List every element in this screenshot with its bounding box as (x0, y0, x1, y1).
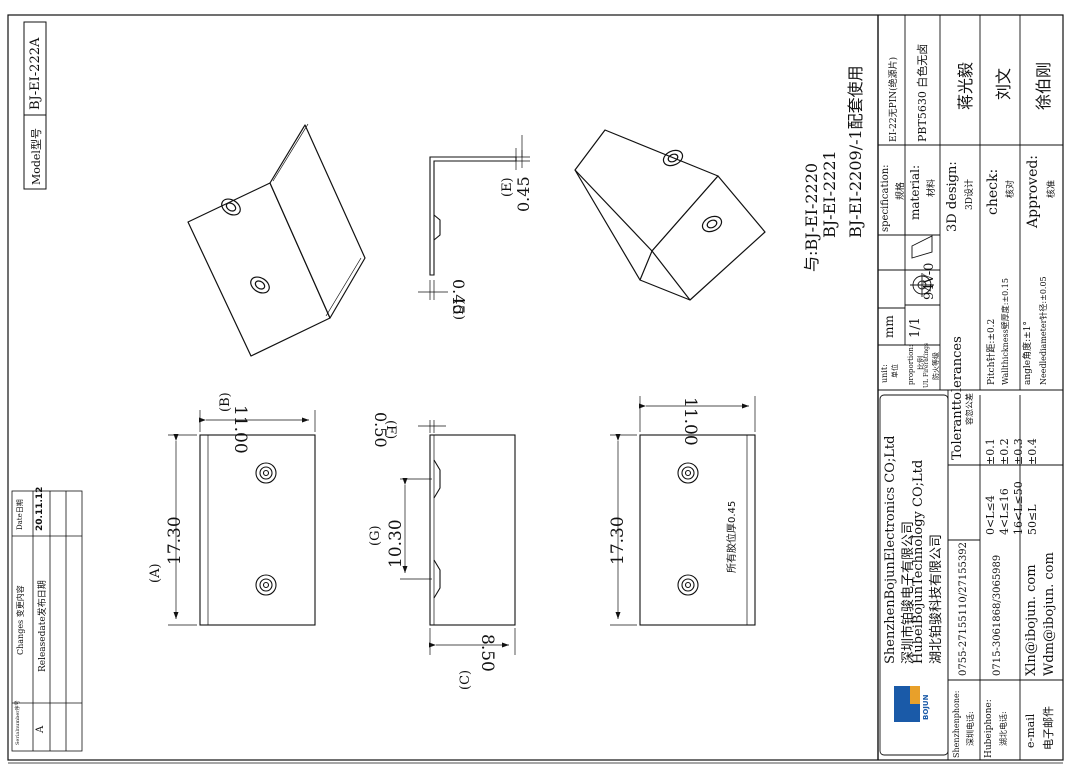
dim-e-value: 0.45 (514, 176, 533, 212)
dim-c-value: 8.50 (477, 634, 497, 672)
tol-wall: Wallthickness壁厚度:±0.15 (1001, 278, 1010, 385)
revision-table (11, 490, 83, 752)
rev-row-change: Releasedate发布日期 (38, 580, 48, 672)
tolerance-title: Toleranttolerances (950, 336, 965, 460)
dim-g-label: (G) (368, 525, 383, 546)
dim-d-value: 0.45 (449, 279, 468, 315)
title-block (877, 14, 1064, 761)
rev-changes-header: Changes 变更内容 (16, 585, 25, 655)
design-value: 蒋光毅 (956, 61, 975, 110)
approved-value: 徐伯刚 (1034, 61, 1053, 110)
email1: Xln@ibojun. com (1024, 564, 1039, 676)
hb-phone: 0715-3061868/3065989 (992, 554, 1003, 676)
compat-line3: BJ-EI-2209/-1配套使用 (846, 65, 865, 238)
compat-line2: BJ-EI-2221 (820, 150, 839, 238)
dim-g-value: 10.30 (386, 519, 406, 568)
tol-range-3: 50≤L (1026, 504, 1039, 535)
email-label: e-mail (1024, 713, 1037, 748)
bojun-logo-icon (894, 686, 920, 722)
approved-label: Approved: (1025, 154, 1041, 228)
check-value: 刘文 (994, 67, 1013, 100)
unit-label-cn: 单位 (891, 364, 899, 378)
compat-line1: 与:BJ-EI-2220 (802, 162, 821, 272)
tol-range-2: 16<L≤50 (1012, 481, 1025, 535)
design-label-cn: 3D设计 (965, 179, 975, 210)
glue-note: 所有胶位厚0.45 (727, 500, 738, 573)
tol-range-0: 0<L≤4 (984, 495, 997, 535)
approved-label-cn: 核准 (1047, 179, 1057, 198)
company-name-cn2: 湖北铂骏科技有限公司 (929, 533, 944, 664)
sz-phone-label-cn: 深圳电话: (966, 711, 975, 746)
dim-front-width: 11.00 (680, 397, 700, 446)
sz-phone-label: Shenzhenphone: (952, 690, 961, 758)
material-value: PBT5630 白色无卤 (916, 43, 929, 142)
email-label-cn: 电子邮件 (1042, 706, 1055, 750)
check-label-cn: 核对 (1006, 179, 1016, 198)
model-box (23, 21, 47, 190)
email2: Wdm@ibojun. com (1042, 552, 1057, 676)
spec-label: specification: (880, 164, 891, 232)
company-name-en2: HubeiBojunTechnology CO;Ltd (911, 459, 926, 664)
tol-pitch: Pitch针距:±0.2 (987, 318, 997, 385)
proportion-label: proportion: (907, 344, 915, 385)
hb-phone-label: Hubeiphone: (984, 699, 994, 758)
material-label: material: (908, 164, 922, 220)
section-view (418, 135, 530, 300)
design-label: 3D design: (945, 161, 960, 232)
dim-a-label: (A) (148, 563, 163, 583)
tol-needle: Needlediameter针径:±0.05 (1039, 276, 1048, 385)
dim-c-label: (C) (458, 669, 473, 690)
rev-row-date: 20.11.12 (35, 486, 45, 531)
dim-front-height: 17.30 (608, 516, 628, 565)
tol-value-2: ±0.3 (1012, 438, 1025, 465)
proportion-value: 1/1 (908, 317, 923, 338)
model-label: Model型号 (30, 128, 43, 185)
rev-row-serial: A (35, 725, 46, 733)
side-view (400, 420, 516, 655)
tol-value-3: ±0.4 (1026, 438, 1039, 465)
dim-a-value: 17.30 (165, 516, 185, 565)
tol-range-1: 4<L≤16 (998, 488, 1011, 535)
spec-label-cn: 规格 (896, 181, 906, 200)
company-name-en1: ShenzhenBojunElectronics CO;Ltd (883, 435, 898, 664)
iso-view-right (574, 129, 766, 301)
tolerance-title-cn: 容忽公差 (965, 393, 974, 425)
check-label: check: (985, 168, 1001, 215)
tol-value-1: ±0.2 (998, 438, 1011, 465)
front-view-left (168, 410, 316, 626)
material-label-cn: 材料 (927, 178, 937, 197)
dim-e-label: (E) (500, 177, 515, 197)
logo-text: BOJUN (922, 694, 930, 720)
ul-label-cn: 防火等级 (932, 352, 940, 380)
dim-f-label: (F) (383, 420, 398, 440)
tol-value-0: ±0.1 (984, 438, 997, 465)
iso-view-left (187, 123, 366, 357)
spec-value: EI-22无PIN(绝源片) (889, 56, 899, 142)
unit-label: unit: (880, 364, 889, 383)
dim-b-value: 11.00 (230, 405, 250, 454)
ul-label: UL Fireratings (923, 342, 930, 388)
unit-value: mm (882, 315, 896, 338)
tol-angle: angle角度:±1° (1023, 321, 1033, 385)
ul-value: 94V-0 (922, 262, 937, 300)
hb-phone-label-cn: 湖北电话: (999, 711, 1008, 746)
front-view-right (610, 396, 756, 626)
rev-date-header: Date日期 (16, 499, 24, 530)
model-value: BJ-EI-222A (28, 37, 43, 110)
sz-phone: 0755-27155110/27155392 (958, 542, 969, 676)
rev-serial-header: Serialnumber序号 (15, 700, 21, 745)
